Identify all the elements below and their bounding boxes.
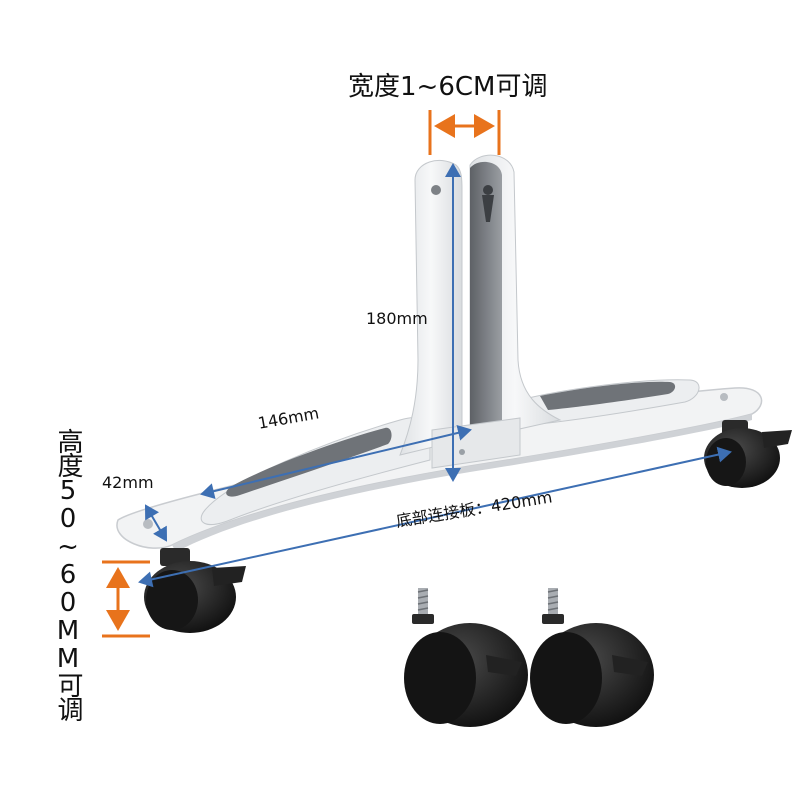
width-adjust-label: 宽度1~6CM可调 xyxy=(348,72,548,102)
caster-wheel-icon xyxy=(530,588,654,727)
height-dimension xyxy=(102,560,150,638)
right-foot xyxy=(519,379,700,426)
left-caster xyxy=(144,548,246,633)
caster-wheel-icon xyxy=(404,588,528,727)
height-adjust-label: 高度50~60MM可调 xyxy=(53,428,83,720)
upright-height-label: 180mm xyxy=(366,309,428,328)
width-dimension xyxy=(428,110,501,155)
foot-depth-label: 42mm xyxy=(102,473,154,492)
right-upright xyxy=(469,154,562,441)
base-length-dimension xyxy=(138,446,732,588)
